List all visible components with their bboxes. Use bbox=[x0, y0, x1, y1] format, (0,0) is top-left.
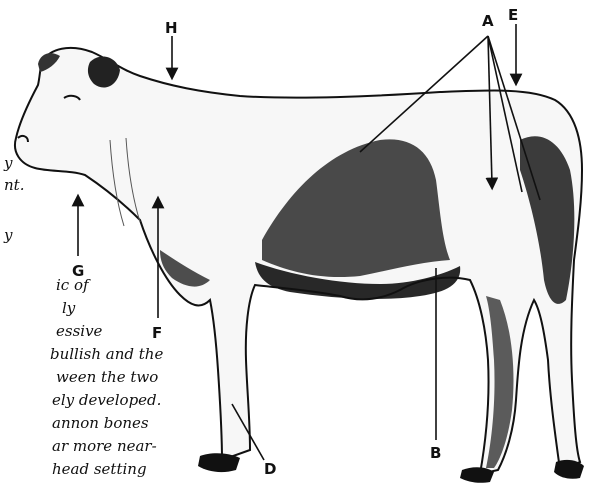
front-hoof bbox=[198, 453, 240, 472]
text-line: nt. bbox=[4, 176, 24, 194]
text-line: ely developed. bbox=[52, 391, 161, 409]
text-line: ween the two bbox=[56, 368, 158, 386]
text-line: head setting bbox=[52, 460, 147, 478]
text-line: ly bbox=[62, 299, 76, 317]
text-line: essive bbox=[56, 322, 103, 340]
label-h: H bbox=[165, 19, 178, 37]
rear-hoof-left bbox=[460, 467, 494, 483]
label-f: F bbox=[152, 324, 162, 342]
text-line: bullish and the bbox=[50, 345, 163, 363]
text-line: y bbox=[3, 226, 13, 244]
label-d: D bbox=[264, 460, 276, 478]
text-line: annon bones bbox=[52, 414, 149, 432]
text-line: ic of bbox=[56, 276, 91, 294]
label-a: A bbox=[482, 12, 494, 30]
text-line: y bbox=[3, 154, 13, 172]
label-b: B bbox=[430, 444, 441, 462]
text-line: ar more near- bbox=[52, 437, 157, 455]
label-e: E bbox=[508, 6, 518, 24]
